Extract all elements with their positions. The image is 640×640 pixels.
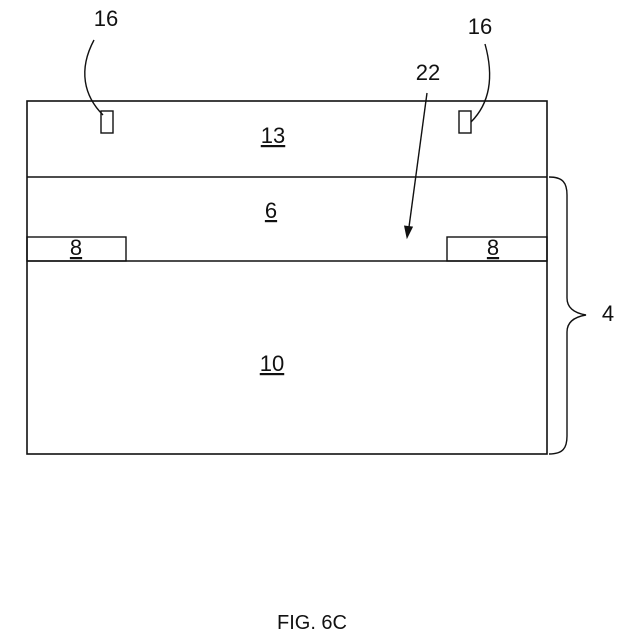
leader-electrode-left xyxy=(85,40,103,115)
electrode-right xyxy=(459,111,471,133)
leader-electrode-right xyxy=(471,44,490,122)
label-electrode-right: 16 xyxy=(468,14,492,39)
arrow-cavity-head xyxy=(405,226,413,238)
label-layer-middle: 6 xyxy=(265,198,277,223)
label-pad-right: 8 xyxy=(487,235,499,260)
label-cavity: 22 xyxy=(416,60,440,85)
figure-caption: FIG. 6C xyxy=(277,612,347,634)
device-outline xyxy=(27,101,547,454)
label-electrode-left: 16 xyxy=(94,6,118,31)
label-stack: 4 xyxy=(602,301,614,326)
arrow-cavity-shaft xyxy=(409,93,427,227)
label-pad-left: 8 xyxy=(70,235,82,260)
label-substrate: 10 xyxy=(260,351,284,376)
stack-brace xyxy=(549,177,586,454)
label-layer-top: 13 xyxy=(261,123,285,148)
